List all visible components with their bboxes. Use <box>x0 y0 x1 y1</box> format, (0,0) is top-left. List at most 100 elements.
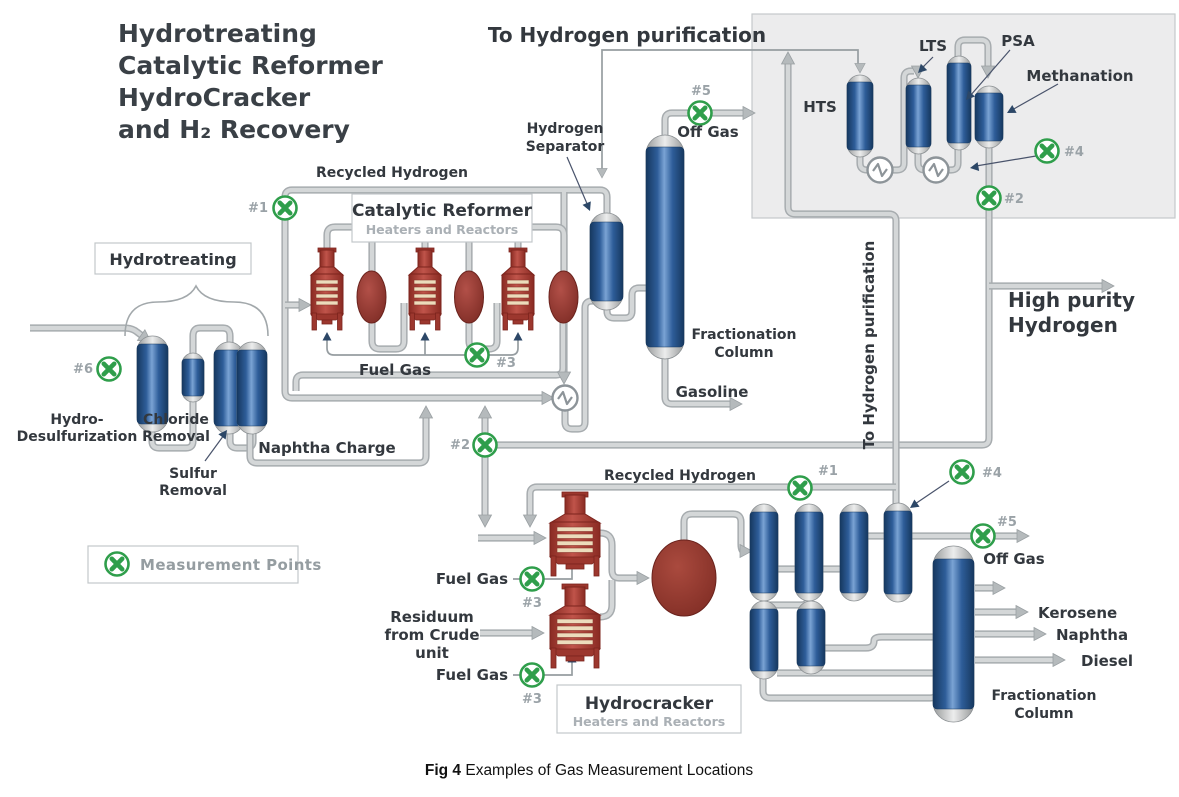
lts-label: LTS <box>919 37 947 55</box>
off-gas-bottom-label: Off Gas <box>983 550 1045 568</box>
residuum-label: from Crude <box>384 626 479 644</box>
hydro-desulfurization-label: Desulfurization <box>17 429 138 445</box>
vessel-hc-reactor-3 <box>839 503 869 602</box>
hydrocracker-label-box <box>556 684 742 734</box>
mp4-box-label: #4 <box>1064 145 1084 160</box>
measurement-point-icon <box>98 358 121 381</box>
recycled-hydrogen-bottom-label: Recycled Hydrogen <box>604 468 756 484</box>
vessel-hc-reactor-4 <box>883 502 913 603</box>
figure-caption-number: Fig 4 <box>425 762 462 779</box>
fuel-gas-reformer-label: Fuel Gas <box>359 361 431 379</box>
reformer-heater-3 <box>501 247 535 331</box>
hydrogen-separator-label: Hydrogen <box>527 121 604 137</box>
fuel-gas-hc1-label: Fuel Gas <box>436 570 508 588</box>
measurement-point-icon <box>972 525 995 548</box>
reactors <box>356 270 717 617</box>
mp5-bottom-label: #5 <box>997 515 1017 530</box>
fractionation-bottom-label: Fractionation <box>992 688 1097 704</box>
mp6-label: #6 <box>73 362 93 377</box>
page-title-line3: HydroCracker <box>118 83 311 112</box>
mp3-hc2-label: #3 <box>522 692 542 707</box>
reformer-reactor-2 <box>454 270 484 324</box>
hydrocracker-subtitle: Heaters and Reactors <box>573 714 726 729</box>
vessel-hydro-desulfurization <box>136 335 169 433</box>
mp5-top-label: #5 <box>691 84 711 99</box>
measurement-point-icon <box>789 477 812 500</box>
vessel-sulfur-removal-1 <box>213 341 245 435</box>
measurement-point-icon <box>521 664 544 687</box>
measurement-point-icon <box>978 187 1001 210</box>
mp2-mid-label: #2 <box>450 438 470 453</box>
hydrotreating-label-box <box>94 242 252 275</box>
hydrocracker-heater-1 <box>549 491 601 577</box>
mp3-reformer-label: #3 <box>496 356 516 371</box>
reformer-heater-2 <box>408 247 442 331</box>
pipes <box>30 36 1106 702</box>
reformer-heater-1 <box>310 247 344 331</box>
measurement-point-icon <box>521 568 544 591</box>
measurement-point-icon <box>689 102 712 125</box>
reformer-reactor-1 <box>356 270 387 324</box>
page-title-line2: Catalytic Reformer <box>118 51 384 80</box>
chloride-removal-label: Removal <box>142 429 210 445</box>
residuum-label: unit <box>415 644 449 662</box>
measurement-point-icon <box>951 461 974 484</box>
measurement-point-icon <box>474 434 497 457</box>
vessel-psa <box>946 55 972 151</box>
heat-exchanger-icon <box>922 156 950 184</box>
hydro-desulfurization-label: Hydro- <box>50 412 103 428</box>
gasoline-label: Gasoline <box>676 383 749 401</box>
hydrotreating-title: Hydrotreating <box>109 250 236 269</box>
mp3-hc1-label: #3 <box>522 596 542 611</box>
vessel-sulfur-removal-2 <box>236 341 268 435</box>
methanation-label: Methanation <box>1026 67 1133 85</box>
figure-caption: Fig 4 Examples of Gas Measurement Locati… <box>425 762 753 779</box>
hts-label: HTS <box>803 98 837 116</box>
heat-exchanger-icon <box>866 156 894 184</box>
measurement-point-icon <box>1036 140 1059 163</box>
figure-caption-text: Examples of Gas Measurement Locations <box>461 762 753 779</box>
fractionation-top-label: Fractionation <box>692 327 797 343</box>
vessel-hc-reactor-1 <box>749 503 779 602</box>
hydrotreating-brace <box>124 284 269 337</box>
reformer-label-box <box>351 193 533 243</box>
measurement-point-icon <box>274 197 297 220</box>
fuel-gas-hc2-label: Fuel Gas <box>436 666 508 684</box>
page-title-line4: and H₂ Recovery <box>118 115 350 144</box>
vessel-lts <box>905 77 932 155</box>
vessel-fractionation-column-bottom <box>932 545 975 723</box>
reformer-subtitle: Heaters and Reactors <box>366 222 519 237</box>
mp2-box-label: #2 <box>1004 192 1024 207</box>
mp1-top-label: #1 <box>248 201 268 216</box>
naphtha-label: Naphtha <box>1056 626 1128 644</box>
chloride-removal-label: Chloride <box>143 412 209 428</box>
vessel-hc-reactor-2 <box>794 503 824 602</box>
residuum-label: Residuum <box>390 608 474 626</box>
vessel-hc-reactor-6 <box>796 600 826 675</box>
leader-lines <box>204 49 1059 512</box>
thin-pipes <box>326 49 859 676</box>
reformer-title: Catalytic Reformer <box>352 201 533 221</box>
sulfur-removal-label: Sulfur <box>169 466 217 482</box>
diesel-label: Diesel <box>1081 652 1133 670</box>
vessel-fractionation-column-top <box>645 134 685 360</box>
labels: Hydrotreating Catalytic Reformer HydroCr… <box>17 19 1135 779</box>
recycled-hydrogen-top-label: Recycled Hydrogen <box>316 165 468 181</box>
psa-label: PSA <box>1001 32 1035 50</box>
legend-measurement-point-icon <box>106 553 129 576</box>
high-purity-hydrogen-label: Hydrogen <box>1008 313 1118 337</box>
fractionation-bottom-label: Column <box>1014 706 1073 722</box>
heat-exchanger-icon <box>551 384 579 412</box>
fractionation-top-label: Column <box>714 345 773 361</box>
measurement-point-icon <box>466 344 489 367</box>
vessel-hydrogen-separator <box>589 212 624 311</box>
off-gas-top-label: Off Gas <box>677 123 739 141</box>
vessel-methanation <box>974 85 1004 149</box>
vessel-hc-reactor-5 <box>749 600 779 680</box>
vessel-hts <box>846 74 874 158</box>
to-hydrogen-purification-label: To Hydrogen purification <box>488 23 766 47</box>
kerosene-label: Kerosene <box>1038 604 1117 622</box>
hydrocracker-title: Hydrocracker <box>585 694 714 714</box>
